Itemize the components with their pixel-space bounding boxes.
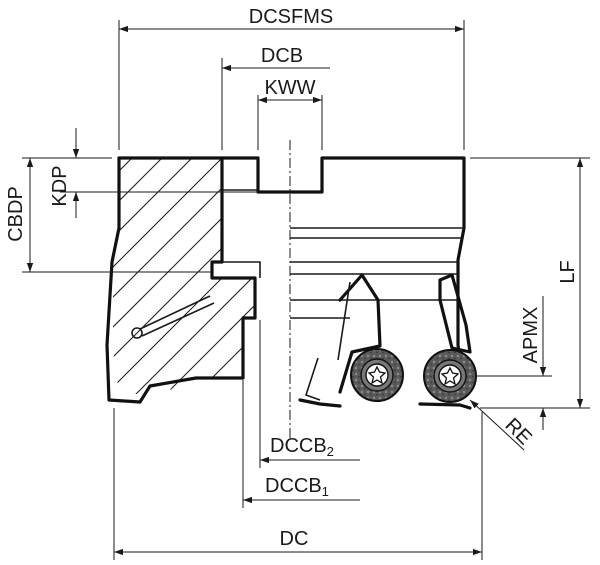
insert-left <box>350 348 404 402</box>
hatch-line <box>113 158 231 394</box>
hatch-line <box>113 158 171 394</box>
label-cbdp: CBDP <box>5 186 27 242</box>
coolant-hole <box>131 327 143 339</box>
svg-text:DCCB2: DCCB2 <box>270 435 334 459</box>
hatch-line <box>0 120 50 420</box>
hatch-line <box>0 120 110 420</box>
dim-lf: LF <box>470 157 590 409</box>
left-insert-pocket <box>338 273 382 394</box>
hatch-line <box>113 158 255 394</box>
hatch-line <box>113 158 255 394</box>
dim-dccb1: DCCB1 <box>242 380 360 508</box>
dim-dcsfms: DCSFMS <box>118 6 465 150</box>
bottom-edge <box>298 398 472 410</box>
hatch-line <box>113 158 255 394</box>
label-dcb: DCB <box>261 45 303 67</box>
label-dccb1-subscript: 1 <box>322 484 329 499</box>
label-kdp: KDP <box>49 165 71 206</box>
dim-dc: DC <box>113 408 483 560</box>
svg-text:DCCB1: DCCB1 <box>265 475 329 499</box>
left-chip-face <box>304 357 321 401</box>
label-dc: DC <box>280 528 309 550</box>
bore-contour <box>138 156 257 404</box>
label-kww: KWW <box>264 77 315 99</box>
left-pocket-edge <box>337 281 351 361</box>
section-hatching <box>0 120 600 420</box>
coolant-channel <box>139 295 215 337</box>
label-dcsfms: DCSFMS <box>249 6 333 28</box>
hatch-line <box>0 120 80 420</box>
right-insert-pocket <box>438 273 472 354</box>
dim-kdp: KDP <box>49 128 258 218</box>
hatch-line <box>113 158 255 394</box>
hatch-line <box>113 158 201 394</box>
hatch-line <box>113 158 255 394</box>
dim-dccb2: DCCB2 <box>259 320 360 468</box>
label-dccb2-subscript: 2 <box>327 444 334 459</box>
hatch-line <box>169 158 255 394</box>
cutter-body <box>0 120 600 420</box>
hatch-line <box>139 158 255 394</box>
hatch-line <box>500 120 600 420</box>
insert-right <box>423 349 477 403</box>
hatch-line <box>590 120 600 420</box>
label-re: RE <box>501 414 536 449</box>
bore-step <box>222 261 261 278</box>
dim-apmx: APMX <box>476 296 552 430</box>
label-dccb1: DCCB <box>265 475 322 497</box>
dim-cbdp: CBDP <box>5 157 212 273</box>
hatch-line <box>260 120 560 420</box>
hatch-line <box>0 120 20 420</box>
body-left-contour <box>105 156 142 404</box>
dim-dcb: DCB <box>221 45 330 150</box>
dim-kww: KWW <box>257 77 323 150</box>
label-dccb2: DCCB <box>270 435 327 457</box>
label-lf: LF <box>557 260 579 283</box>
label-apmx: APMX <box>520 307 542 364</box>
body-outline <box>117 156 466 362</box>
